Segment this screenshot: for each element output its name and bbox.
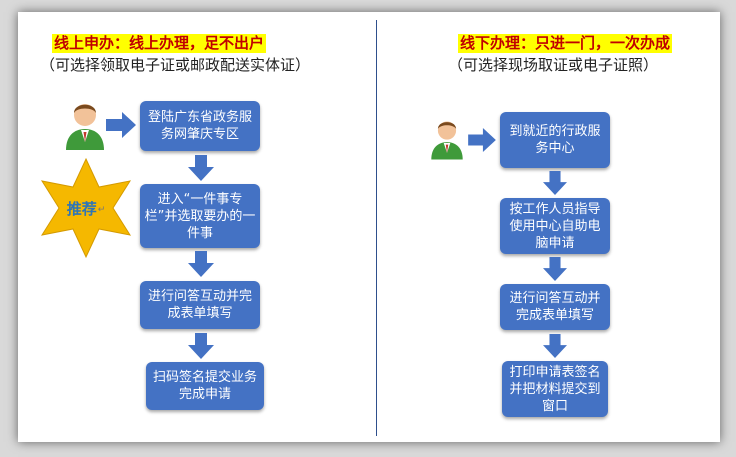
column-divider <box>376 20 377 436</box>
left-title: 线上申办：线上办理，足不出户 <box>52 34 267 53</box>
person-icon <box>66 104 104 150</box>
right-step-4: 打印申请表签名并把材料提交到窗口 <box>502 361 608 417</box>
return-mark: ↵ <box>97 205 106 215</box>
right-arrow-icon <box>106 112 136 138</box>
down-arrow-icon <box>188 333 214 359</box>
right-title: 线下办理：只进一门，一次办成 <box>458 34 673 53</box>
right-step-1: 到就近的行政服务中心 <box>500 112 610 168</box>
left-step-1: 登陆广东省政务服务网肇庆专区 <box>140 101 260 151</box>
down-arrow-icon <box>543 171 567 195</box>
person-icon <box>431 121 463 160</box>
left-subtitle: （可选择领取电子证或邮政配送实体证） <box>40 56 311 74</box>
right-arrow-icon <box>468 128 496 152</box>
left-step-3: 进行问答互动并完成表单填写 <box>140 281 260 329</box>
left-step-4: 扫码签名提交业务完成申请 <box>146 362 264 410</box>
star-icon <box>40 157 132 259</box>
right-step-2: 按工作人员指导使用中心自助电脑申请 <box>500 198 610 254</box>
down-arrow-icon <box>543 334 567 358</box>
left-step-2: 进入“一件事专栏”并选取要办的一件事 <box>140 184 260 248</box>
recommend-label: 推荐 <box>66 199 97 218</box>
recommend-badge: 推荐↵ <box>32 157 140 259</box>
right-subtitle: （可选择现场取证或电子证照） <box>448 56 659 74</box>
down-arrow-icon <box>188 155 214 181</box>
down-arrow-icon <box>188 251 214 277</box>
right-step-3: 进行问答互动并完成表单填写 <box>500 284 610 330</box>
down-arrow-icon <box>543 257 567 281</box>
